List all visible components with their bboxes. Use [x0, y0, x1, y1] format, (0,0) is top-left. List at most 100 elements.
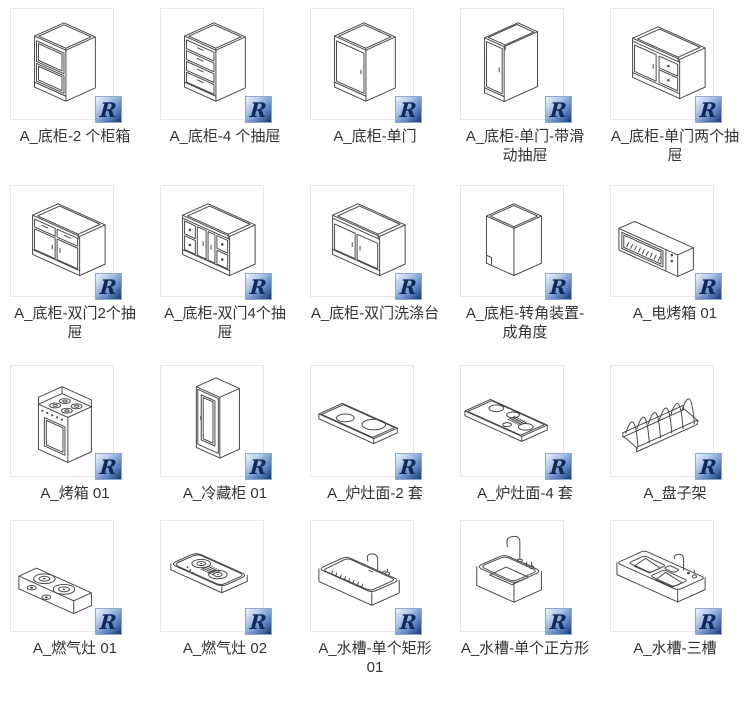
file-label: A_烤箱 01 — [40, 485, 110, 502]
refrigerator-icon — [195, 377, 240, 459]
revit-letter: R — [399, 275, 418, 299]
thumbnail[interactable]: R — [610, 185, 722, 300]
revit-letter: R — [99, 275, 118, 299]
file-item[interactable]: R A_底柜-单门 — [300, 8, 450, 185]
file-label: A_炉灶面-4 套 — [477, 485, 573, 502]
thumbnail-drawing — [13, 527, 111, 625]
base-cabinet-4-drawers-icon — [184, 22, 246, 102]
file-item[interactable]: R A_炉灶面-4 套 — [450, 365, 600, 520]
file-item[interactable]: R A_燃气灶 02 — [150, 520, 300, 701]
revit-letter: R — [549, 455, 568, 479]
thumbnail[interactable]: R — [310, 520, 422, 635]
base-cabinet-single-door-2-drawers-icon — [632, 26, 706, 100]
revit-letter: R — [699, 610, 718, 634]
thumbnail-drawing — [163, 192, 261, 290]
revit-badge-icon: R — [545, 608, 572, 635]
file-label: A_水槽-单个矩形 01 — [318, 640, 432, 677]
thumbnail[interactable]: R — [460, 365, 572, 480]
file-label: A_水槽-单个正方形 — [460, 640, 590, 657]
revit-badge-icon: R — [545, 96, 572, 123]
base-cabinet-2-boxes-icon — [34, 22, 96, 102]
revit-letter: R — [549, 610, 568, 634]
revit-badge-icon: R — [695, 608, 722, 635]
thumbnail[interactable]: R — [10, 520, 122, 635]
revit-letter: R — [699, 275, 718, 299]
thumbnail-drawing — [13, 192, 111, 290]
file-label: A_底柜-4 个抽屉 — [169, 128, 281, 145]
thumbnail[interactable]: R — [460, 8, 572, 123]
file-item[interactable]: R A_烤箱 01 — [0, 365, 150, 520]
thumbnail-drawing — [13, 15, 111, 113]
thumbnail[interactable]: R — [610, 520, 722, 635]
file-label: A_底柜-单门-带滑动抽屉 — [465, 128, 585, 165]
revit-letter: R — [249, 275, 268, 299]
thumbnail[interactable]: R — [10, 365, 122, 480]
file-item[interactable]: R A_水槽-三槽 — [600, 520, 750, 701]
file-label: A_炉灶面-2 套 — [327, 485, 423, 502]
thumbnail-drawing — [463, 192, 561, 290]
file-item[interactable]: R A_电烤箱 01 — [600, 185, 750, 365]
cooktop-2-burner-icon — [318, 402, 398, 445]
revit-letter: R — [399, 610, 418, 634]
revit-badge-icon: R — [95, 96, 122, 123]
thumbnail[interactable]: R — [310, 185, 422, 300]
thumbnail-drawing — [463, 372, 561, 470]
revit-badge-icon: R — [545, 273, 572, 300]
thumbnail[interactable]: R — [160, 365, 272, 480]
thumbnail[interactable]: R — [160, 8, 272, 123]
file-item[interactable]: R A_水槽-单个正方形 — [450, 520, 600, 701]
revit-badge-icon: R — [95, 273, 122, 300]
file-label: A_底柜-双门2个抽屉 — [14, 305, 136, 342]
thumbnail-drawing — [613, 15, 711, 113]
base-cabinet-double-door-2-drawers-icon — [32, 203, 106, 277]
base-cabinet-corner-angled-icon — [486, 203, 542, 276]
revit-letter: R — [699, 98, 718, 122]
file-item[interactable]: R A_水槽-单个矩形 01 — [300, 520, 450, 701]
file-label: A_冷藏柜 01 — [182, 485, 268, 502]
file-label: A_底柜-单门两个抽屉 — [610, 128, 740, 165]
revit-letter: R — [549, 98, 568, 122]
thumbnail-drawing — [613, 527, 711, 625]
file-label: A_燃气灶 02 — [182, 640, 268, 657]
file-item[interactable]: R A_冷藏柜 01 — [150, 365, 300, 520]
file-label: A_底柜-2 个柜箱 — [19, 128, 131, 145]
file-item[interactable]: R A_底柜-单门两个抽屉 — [600, 8, 750, 185]
file-item[interactable]: R A_底柜-双门4个抽屉 — [150, 185, 300, 365]
revit-badge-icon: R — [695, 453, 722, 480]
file-item[interactable]: R A_盘子架 — [600, 365, 750, 520]
revit-badge-icon: R — [245, 96, 272, 123]
sink-single-square-icon — [476, 535, 542, 603]
revit-letter: R — [249, 455, 268, 479]
thumbnail-drawing — [13, 372, 111, 470]
revit-badge-icon: R — [245, 273, 272, 300]
thumbnail[interactable]: R — [160, 520, 272, 635]
revit-letter: R — [99, 98, 118, 122]
thumbnail[interactable]: R — [460, 185, 572, 300]
revit-letter: R — [549, 275, 568, 299]
file-item[interactable]: R A_燃气灶 01 — [0, 520, 150, 701]
thumbnail[interactable]: R — [10, 185, 122, 300]
thumbnail[interactable]: R — [160, 185, 272, 300]
revit-badge-icon: R — [395, 608, 422, 635]
file-item[interactable]: R A_底柜-转角装置-成角度 — [450, 185, 600, 365]
gas-stove-1-icon — [18, 567, 92, 615]
revit-letter: R — [249, 610, 268, 634]
file-item[interactable]: R A_底柜-单门-带滑动抽屉 — [450, 8, 600, 185]
base-cabinet-double-door-sink-icon — [332, 203, 406, 277]
file-item[interactable]: R A_底柜-2 个柜箱 — [0, 8, 150, 185]
file-item[interactable]: R A_底柜-4 个抽屉 — [150, 8, 300, 185]
revit-letter: R — [699, 455, 718, 479]
thumbnail[interactable]: R — [310, 365, 422, 480]
file-item[interactable]: R A_底柜-双门2个抽屉 — [0, 185, 150, 365]
thumbnail[interactable]: R — [310, 8, 422, 123]
thumbnail[interactable]: R — [610, 8, 722, 123]
file-item[interactable]: R A_底柜-双门洗涤台 — [300, 185, 450, 365]
file-label: A_底柜-单门 — [333, 128, 417, 145]
file-label: A_水槽-三槽 — [633, 640, 717, 657]
revit-badge-icon: R — [245, 453, 272, 480]
file-item[interactable]: R A_炉灶面-2 套 — [300, 365, 450, 520]
thumbnail[interactable]: R — [10, 8, 122, 123]
thumbnail[interactable]: R — [610, 365, 722, 480]
thumbnail[interactable]: R — [460, 520, 572, 635]
